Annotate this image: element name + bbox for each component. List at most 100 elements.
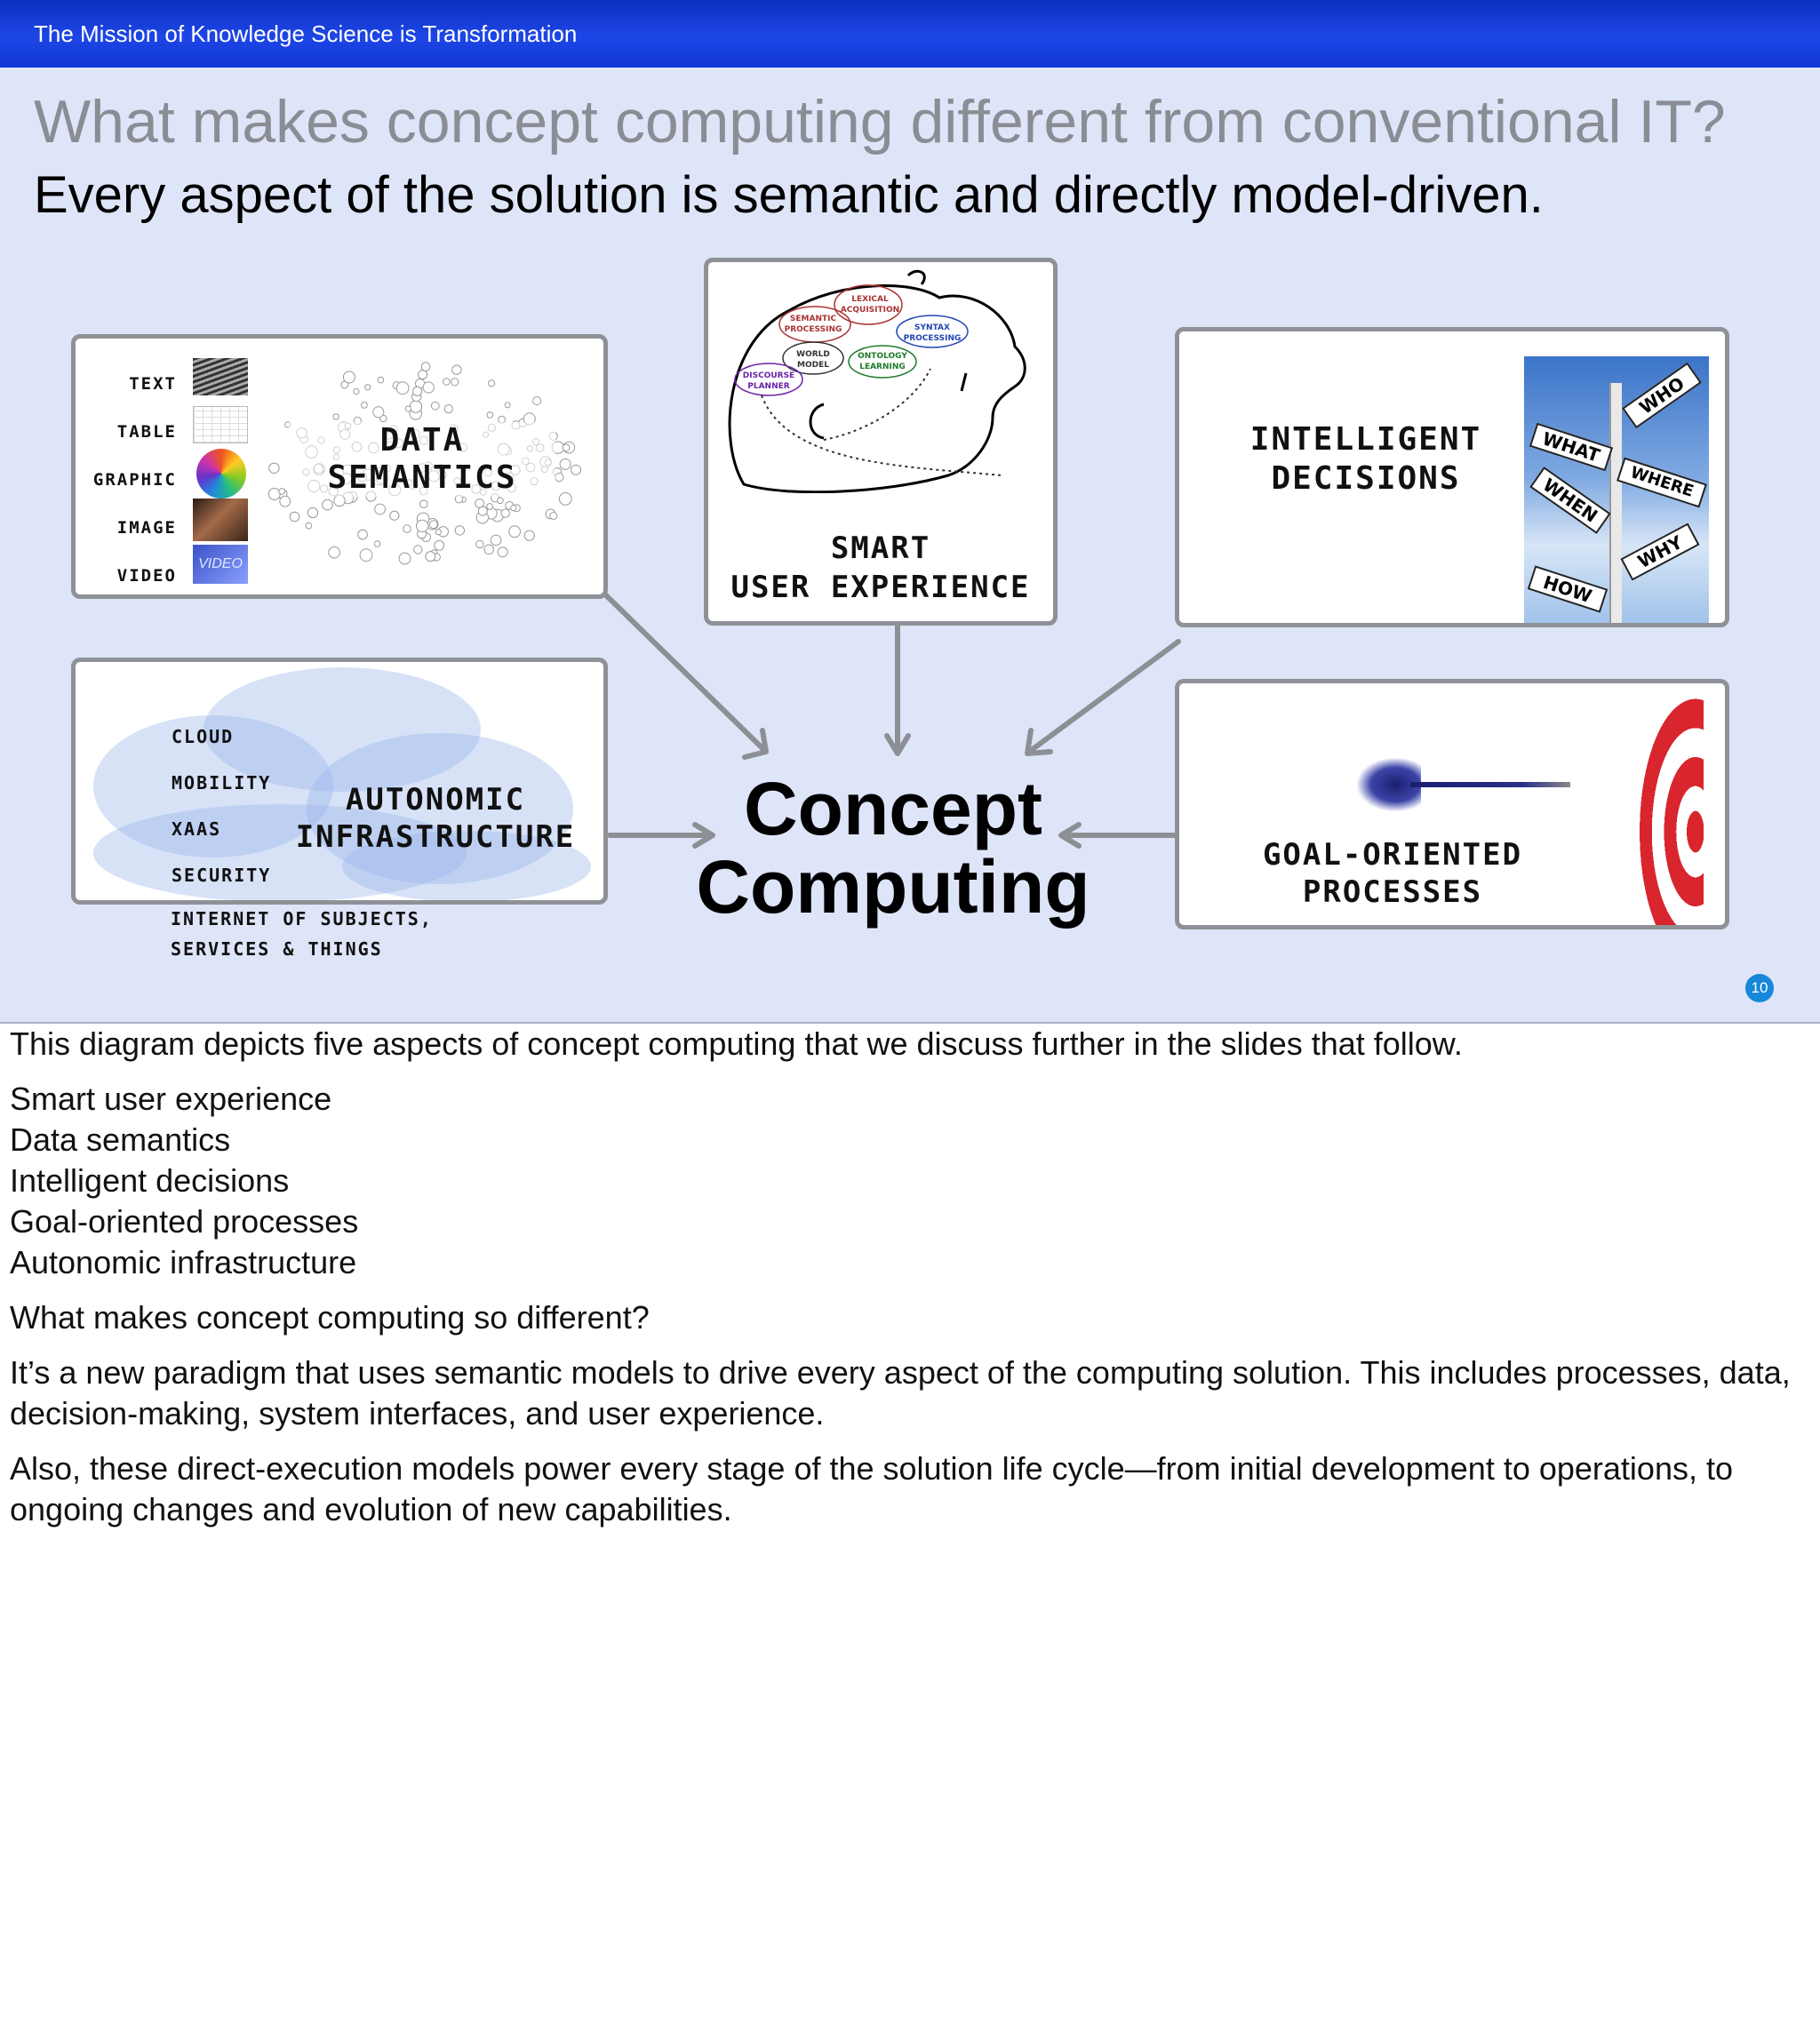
data-semantics-label-line2: SEMANTICS	[327, 459, 517, 496]
svg-text:PROCESSING: PROCESSING	[785, 325, 842, 334]
network-node	[364, 384, 371, 391]
network-node	[278, 488, 286, 495]
network-node	[425, 551, 436, 562]
network-node	[549, 512, 558, 520]
data-item-image: IMAGE	[116, 518, 177, 538]
dart-icon	[1357, 758, 1570, 811]
notes-list-item: Autonomic infrastructure	[10, 1244, 357, 1280]
smart-ux-card: LEXICAL ACQUISITION SEMANTIC PROCESSING …	[704, 258, 1058, 626]
network-node	[508, 525, 522, 538]
target-image	[1553, 694, 1704, 925]
network-node	[279, 495, 291, 507]
notes-para2: Also, these direct-execution models powe…	[10, 1450, 1733, 1528]
network-node	[443, 404, 453, 414]
slide: What makes concept computing different f…	[0, 68, 1820, 1024]
network-node	[289, 511, 300, 522]
smart-ux-label-line2: USER EXPERIENCE	[730, 570, 1031, 605]
dart-shaft	[1410, 782, 1570, 787]
network-node	[497, 546, 508, 558]
image-thumbnail	[193, 499, 248, 541]
network-node	[490, 534, 502, 546]
network-node	[395, 381, 410, 395]
network-node	[500, 508, 510, 518]
slide-subtitle: Every aspect of the solution is semantic…	[34, 166, 1544, 224]
sign-how: HOW	[1527, 565, 1608, 613]
network-node	[361, 402, 368, 409]
network-node	[389, 510, 400, 521]
network-node	[558, 492, 572, 506]
slide-number: 10	[1751, 979, 1768, 996]
network-node	[483, 544, 495, 555]
autonomic-label-line1: AUTONOMIC	[345, 782, 526, 818]
arrow-from-decisions	[1026, 639, 1181, 754]
brain-label-syntax: SYNTAX	[914, 323, 950, 332]
network-node	[359, 548, 373, 562]
network-node	[374, 503, 387, 515]
cloud-blob-4	[93, 804, 467, 900]
target-ring-outer	[1633, 694, 1704, 925]
notes-intro: This diagram depicts five aspects of con…	[10, 1025, 1463, 1062]
brain-label-discourse: DISCOURSE	[743, 371, 794, 380]
notes-question: What makes concept computing so differen…	[10, 1299, 650, 1336]
network-node	[475, 539, 484, 549]
network-node	[357, 529, 368, 540]
brain-label-world: WORLD	[796, 350, 830, 359]
table-thumbnail	[193, 406, 248, 443]
goal-label: GOAL-ORIENTED PROCESSES	[1197, 836, 1588, 911]
data-item-text: TEXT	[129, 374, 177, 394]
brain-label-lexical: LEXICAL	[851, 295, 889, 304]
network-node	[328, 546, 340, 559]
network-node	[404, 405, 411, 412]
network-node	[486, 503, 494, 510]
cloud-blob-2	[93, 715, 333, 857]
data-item-table: TABLE	[116, 422, 177, 442]
network-node	[413, 545, 423, 554]
header-bar: The Mission of Knowledge Science is Tran…	[0, 0, 1820, 68]
slide-title: What makes concept computing different f…	[34, 88, 1726, 156]
network-node	[434, 539, 445, 551]
sign-who: WHO	[1622, 362, 1702, 429]
autonomic-label: AUTONOMIC INFRASTRUCTURE	[264, 781, 603, 856]
arrow-head-data-semantics	[742, 728, 769, 760]
graphic-thumbnail	[196, 449, 246, 499]
autonomic-label-line2: INFRASTRUCTURE	[295, 819, 576, 855]
network-node	[353, 387, 360, 395]
cloud-blob-1	[204, 667, 481, 792]
network-node	[555, 472, 564, 483]
sign-when: WHEN	[1529, 467, 1611, 534]
network-node	[430, 401, 440, 411]
infra-item-internet: INTERNET OF SUBJECTS,	[171, 908, 433, 929]
network-node	[409, 400, 423, 413]
sign-where: WHERE	[1616, 457, 1707, 508]
network-node	[419, 499, 428, 508]
network-node	[333, 494, 346, 507]
data-semantics-label-line1: DATA	[379, 422, 465, 459]
network-node	[510, 505, 517, 512]
network-node	[451, 364, 462, 375]
brain-label-ontology: ONTOLOGY	[858, 352, 907, 361]
speaker-notes: This diagram depicts five aspects of con…	[10, 1024, 1814, 1544]
notes-list-item: Smart user experience	[10, 1081, 332, 1117]
signpost-pole	[1609, 383, 1622, 623]
brain-head-sketch: LEXICAL ACQUISITION SEMANTIC PROCESSING …	[728, 269, 1026, 493]
network-node	[451, 378, 459, 387]
svg-text:LEARNING: LEARNING	[859, 363, 906, 371]
network-node	[416, 519, 429, 533]
infra-item-security: SECURITY	[172, 865, 272, 886]
network-node	[504, 402, 511, 409]
signpost-image: WHO WHAT WHERE WHEN WHY HOW	[1524, 356, 1709, 623]
network-node	[497, 497, 504, 505]
infra-item-services: SERVICES & THINGS	[171, 938, 383, 960]
smart-ux-label-line1: SMART	[830, 530, 931, 566]
network-node	[435, 529, 442, 536]
notes-list-item: Data semantics	[10, 1121, 231, 1158]
network-node	[454, 525, 466, 536]
notes-list-item: Intelligent decisions	[10, 1162, 290, 1199]
sign-what: WHAT	[1529, 422, 1614, 472]
cloud-blob-3	[307, 733, 573, 884]
video-thumbnail: VIDEO	[193, 545, 248, 584]
network-node	[486, 411, 494, 419]
data-item-graphic: GRAPHIC	[92, 470, 177, 490]
intelligent-decisions-card: INTELLIGENT DECISIONS WHO WHAT WHERE WHE…	[1175, 327, 1729, 627]
sign-why: WHY	[1620, 522, 1700, 581]
